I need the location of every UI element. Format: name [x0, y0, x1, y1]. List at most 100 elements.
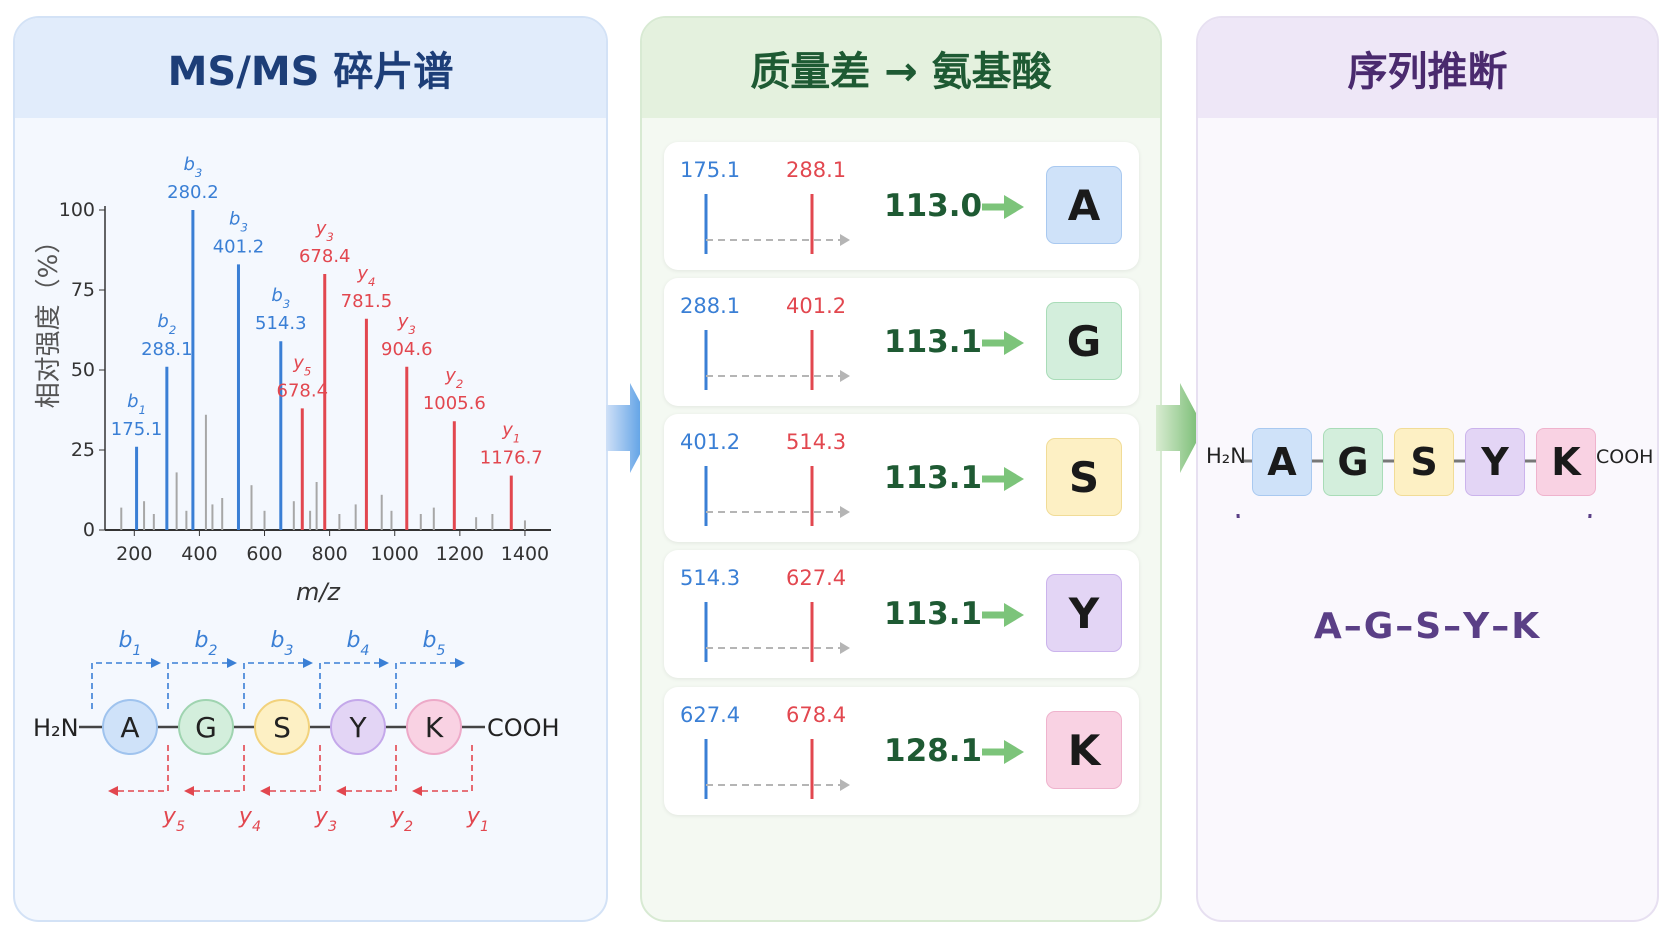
mass-difference: 113.1	[884, 460, 983, 496]
mass-gap-marker	[704, 739, 850, 799]
b-ion-bracket	[243, 662, 303, 709]
b-ion-bracket	[395, 662, 455, 709]
amino-acid-box: S	[1046, 438, 1122, 516]
sequence-brace	[1236, 513, 1592, 518]
mass-gap-marker	[704, 194, 850, 254]
frag-n-terminus: H₂N	[33, 714, 79, 742]
y-tick-label: 75	[71, 279, 95, 301]
arrow-icon	[227, 658, 237, 668]
peak-mz-label: 1176.7	[480, 448, 543, 469]
mass-gap-marker	[704, 330, 850, 390]
x-tick-label: 200	[116, 543, 152, 565]
arrow-icon	[303, 658, 313, 668]
b-ion-bracket	[167, 662, 227, 709]
mass-difference: 128.1	[884, 733, 983, 769]
x-axis-label: m/z	[296, 578, 341, 606]
mass-left-value: 401.2	[680, 430, 741, 454]
y-ion-label: y4	[238, 804, 261, 835]
amino-acid-box: Y	[1046, 574, 1122, 652]
amino-acid-box: A	[1046, 166, 1122, 244]
residue-circle	[406, 699, 462, 755]
arrow-icon	[982, 195, 1024, 219]
mass-difference: 113.1	[884, 324, 983, 360]
peak-ion-label: y1	[501, 420, 520, 446]
arrow-icon	[982, 331, 1024, 355]
mass-difference-panel: 质量差 → 氨基酸 175.1 288.1 113.0 A 288.1 401.…	[640, 16, 1162, 922]
b-ion-label: b4	[346, 628, 369, 659]
x-tick-label: 800	[311, 543, 347, 565]
b-ion-label: b5	[422, 628, 445, 659]
peak-ion-label: b3	[271, 285, 290, 311]
peak-ion-label: y3	[315, 218, 334, 244]
mass-left-value: 288.1	[680, 294, 741, 318]
arrow-icon	[184, 786, 194, 796]
peak-mz-label: 401.2	[213, 236, 265, 257]
mass-right-value: 401.2	[786, 294, 847, 318]
y-tick-label: 50	[71, 359, 95, 381]
peak-mz-label: 1005.6	[423, 393, 486, 414]
sequence-result: A–G–S–Y–K	[1313, 606, 1542, 647]
b-ion-bracket	[319, 662, 379, 709]
x-tick-label: 1000	[371, 543, 419, 565]
x-tick-label: 600	[246, 543, 282, 565]
y-ion-bracket	[118, 745, 169, 792]
mass-right-value: 678.4	[786, 703, 847, 727]
mass-row-card: 175.1 288.1 113.0 A	[664, 142, 1139, 270]
residue-circle	[254, 699, 310, 755]
mass-difference: 113.0	[884, 188, 983, 224]
mass-panel-title: 质量差 → 氨基酸	[642, 18, 1160, 118]
peak-mz-label: 280.2	[167, 182, 219, 203]
y-ion-bracket	[346, 745, 397, 792]
residue-A: A	[120, 711, 139, 744]
residue-S: S	[273, 711, 291, 744]
peak-mz-label: 288.1	[141, 339, 193, 360]
seq-n-terminus: H₂N	[1206, 444, 1246, 468]
peak-mz-label: 904.6	[381, 339, 433, 360]
mass-left-value: 175.1	[680, 158, 741, 182]
sequence-residue-box: G	[1323, 428, 1383, 496]
flow-arrow-icon	[1156, 383, 1204, 473]
arrow-icon	[336, 786, 346, 796]
peak-ion-label: y3	[397, 311, 416, 337]
y-ion-bracket	[270, 745, 321, 792]
seq-c-terminus: COOH	[1596, 446, 1654, 468]
arrow-icon	[982, 740, 1024, 764]
mass-row-card: 401.2 514.3 113.1 S	[664, 414, 1139, 542]
amino-acid-box: K	[1046, 711, 1122, 789]
amino-acid-box: G	[1046, 302, 1122, 380]
arrow-icon	[151, 658, 161, 668]
sequence-panel-title: 序列推断	[1198, 18, 1657, 118]
arrow-icon	[982, 603, 1024, 627]
residue-Y: Y	[348, 711, 367, 744]
y-ion-bracket	[194, 745, 245, 792]
peak-mz-label: 175.1	[111, 419, 163, 440]
b-ion-label: b1	[118, 628, 141, 659]
arrow-icon	[260, 786, 270, 796]
residue-circle	[102, 699, 158, 755]
x-tick-label: 1400	[501, 543, 549, 565]
peak-ion-label: y4	[356, 263, 375, 289]
residue-circle	[178, 699, 234, 755]
x-tick-label: 400	[181, 543, 217, 565]
sequence-residue-box: A	[1252, 428, 1312, 496]
y-ion-label: y1	[466, 804, 489, 835]
y-tick-label: 0	[83, 519, 95, 541]
peak-ion-label: b2	[157, 311, 176, 337]
peak-mz-label: 514.3	[255, 313, 307, 334]
peak-mz-label: 678.4	[277, 380, 329, 401]
mass-left-value: 627.4	[680, 703, 741, 727]
spectrum-panel-title: MS/MS 碎片谱	[15, 18, 606, 118]
peak-ion-label: b3	[183, 154, 202, 180]
arrow-icon	[379, 658, 389, 668]
arrow-icon	[455, 658, 465, 668]
mass-difference: 113.1	[884, 596, 983, 632]
b-ion-label: b2	[194, 628, 217, 659]
b-ion-bracket	[91, 662, 151, 709]
mass-row-card: 288.1 401.2 113.1 G	[664, 278, 1139, 406]
peak-ion-label: b1	[127, 391, 146, 417]
sequence-residue-box: K	[1536, 428, 1596, 496]
mass-right-value: 514.3	[786, 430, 847, 454]
mass-gap-marker	[704, 466, 850, 526]
